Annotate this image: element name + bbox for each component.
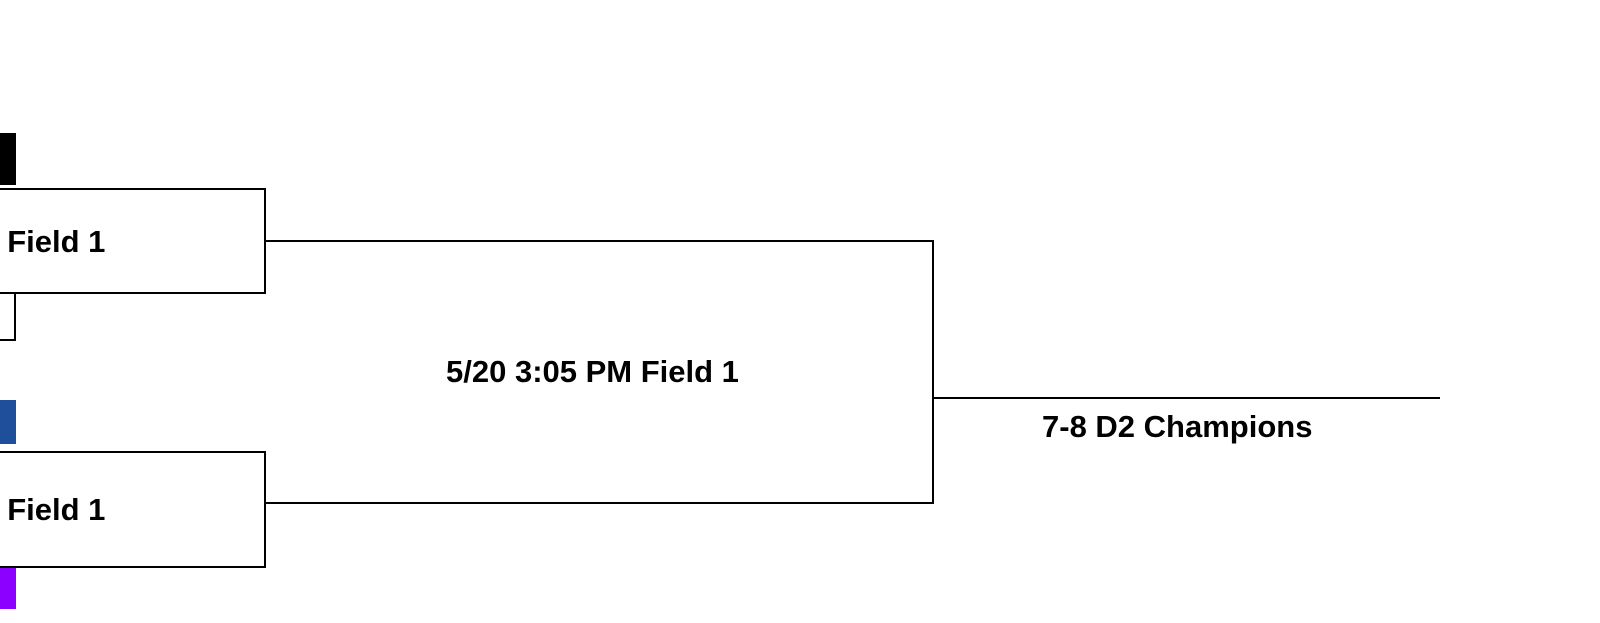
final-connector-bottom bbox=[266, 502, 934, 504]
connector-top-horizontal bbox=[0, 339, 16, 341]
semifinal-top-box bbox=[0, 188, 266, 294]
semifinal-bottom-label: l Field 1 bbox=[0, 492, 106, 527]
semifinal-bottom-box bbox=[0, 451, 266, 568]
team-color-bar-upper-mid bbox=[0, 400, 16, 444]
final-connector-top bbox=[266, 240, 934, 242]
connector-top-vertical bbox=[14, 290, 16, 341]
final-connector-vertical bbox=[932, 240, 934, 504]
champion-label: 7-8 D2 Champions bbox=[1042, 409, 1313, 444]
semifinal-top-label: l Field 1 bbox=[0, 224, 106, 259]
champion-line bbox=[932, 397, 1440, 399]
final-match-label: 5/20 3:05 PM Field 1 bbox=[446, 354, 739, 389]
team-color-bar-top bbox=[0, 133, 16, 185]
